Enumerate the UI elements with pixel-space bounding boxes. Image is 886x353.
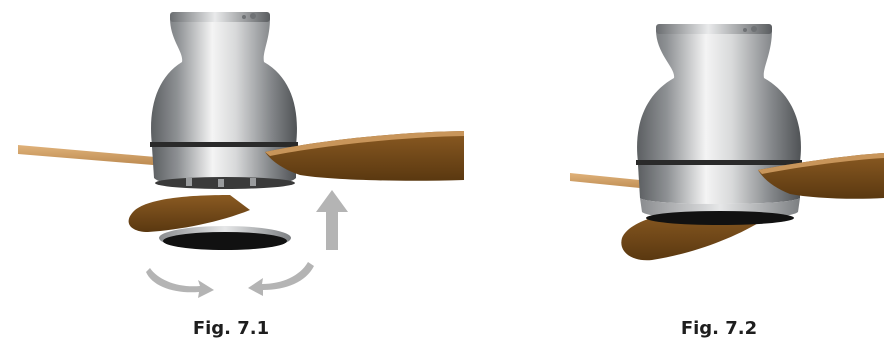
screw-icon	[250, 13, 256, 19]
rotate-arrow-right-icon	[248, 262, 314, 296]
figure-caption-7-2: Fig. 7.2	[649, 318, 789, 339]
figure-7-1	[18, 12, 464, 298]
bracket-tab	[186, 178, 192, 186]
screw-icon	[242, 15, 246, 19]
figure-7-2	[570, 24, 884, 260]
figure-caption-7-1: Fig. 7.1	[161, 318, 301, 339]
housing-seam	[636, 160, 802, 165]
light-cover-disc	[646, 211, 794, 225]
housing-bottom-opening	[155, 177, 295, 189]
light-cover-disc	[163, 232, 287, 250]
motor-housing	[637, 30, 801, 162]
screw-icon	[751, 26, 757, 32]
bracket-tab	[218, 179, 224, 187]
arrow-up-icon	[316, 190, 348, 250]
rotate-arrow-left-icon	[146, 268, 214, 298]
bracket-tab	[250, 178, 256, 186]
housing-seam	[150, 142, 298, 147]
motor-housing	[151, 18, 297, 145]
screw-icon	[743, 28, 747, 32]
